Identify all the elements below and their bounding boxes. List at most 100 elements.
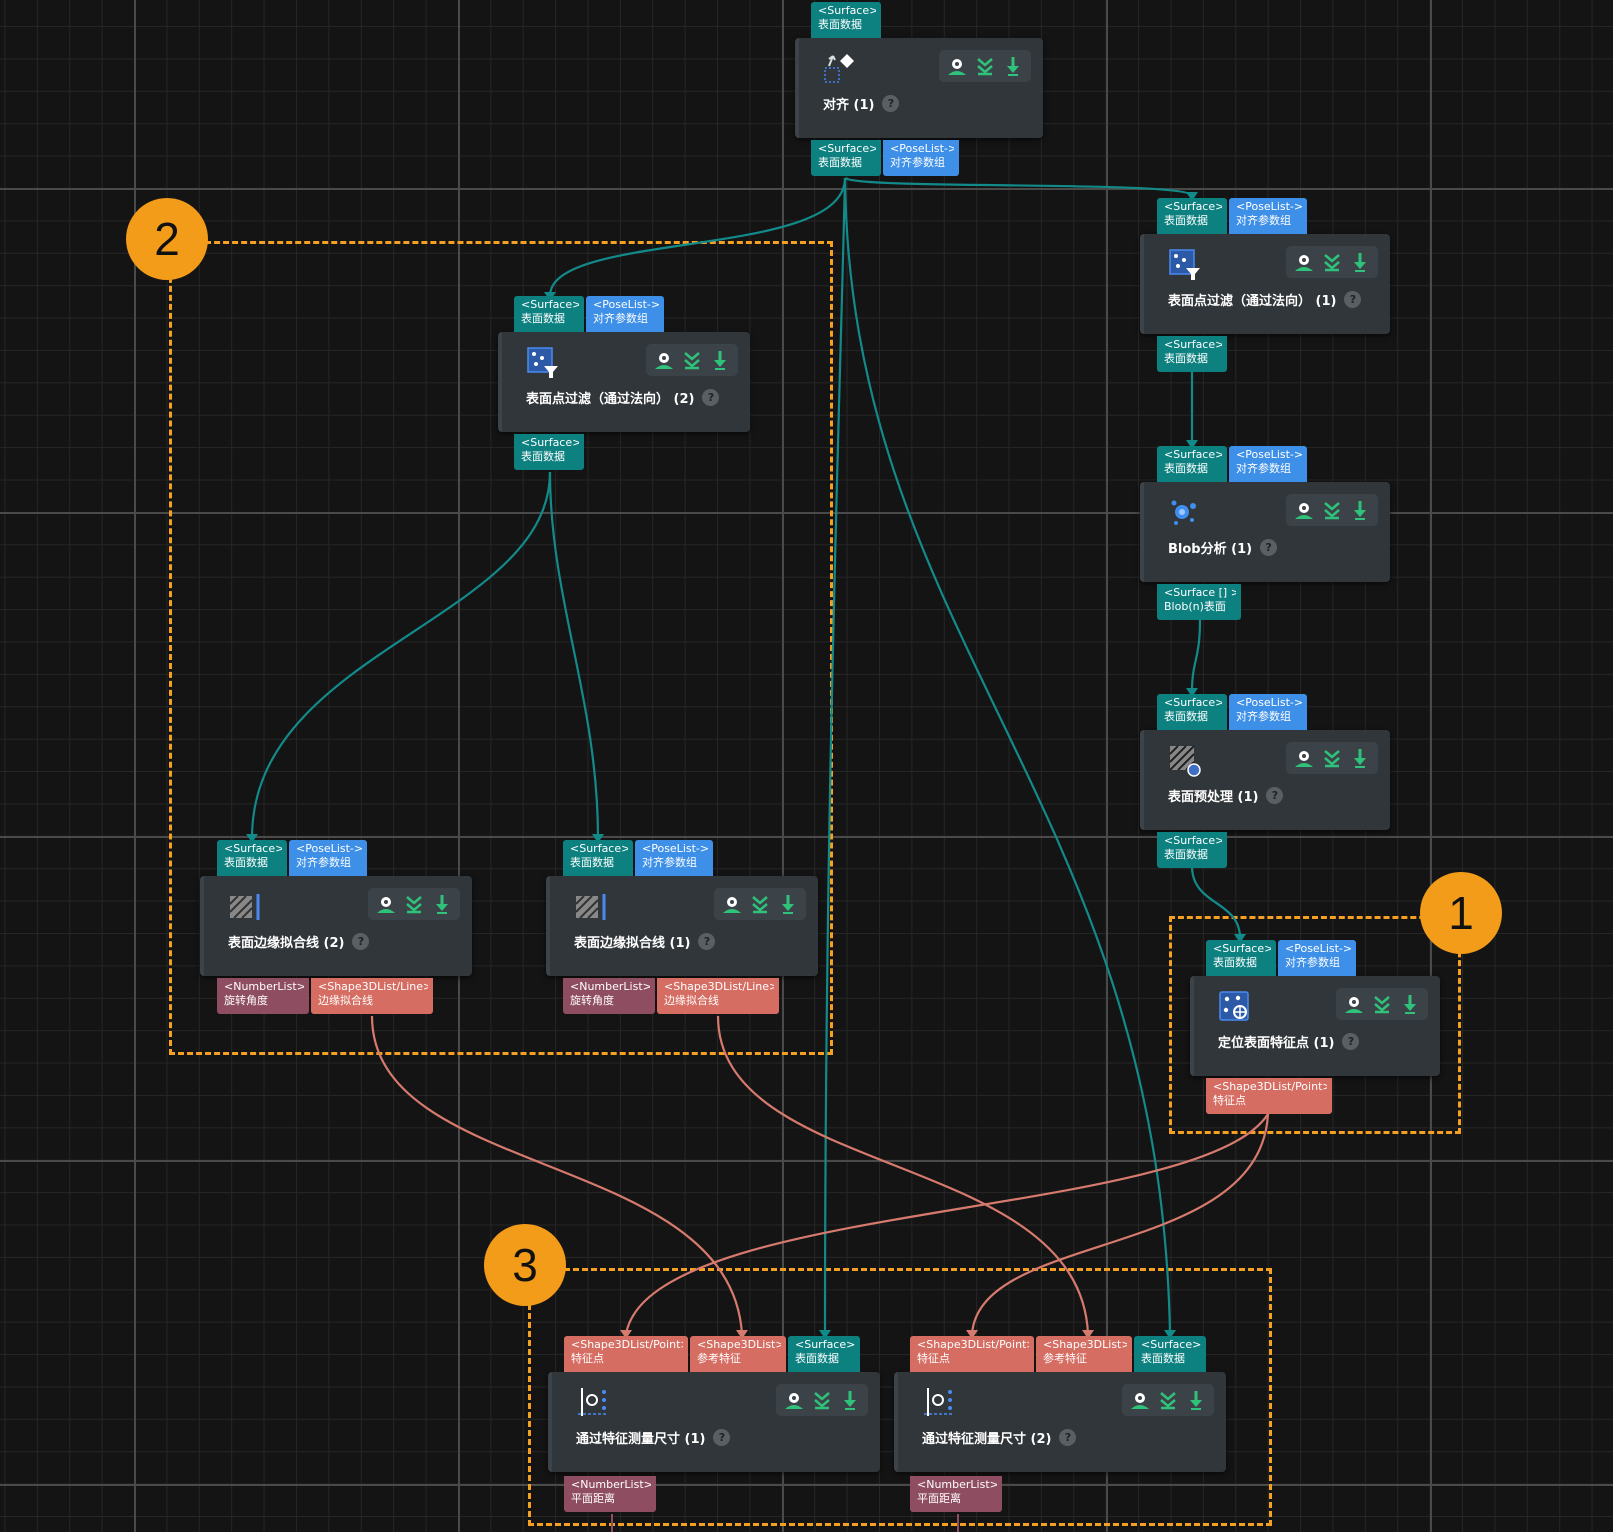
download-arrow-icon[interactable] bbox=[1185, 1389, 1207, 1411]
eye-icon[interactable] bbox=[1293, 251, 1315, 273]
blob-input-surface-port[interactable]: <Surface> 表面数据 bbox=[1157, 446, 1227, 482]
locate-input-surface-port[interactable]: <Surface> 表面数据 bbox=[1206, 940, 1276, 976]
download-arrow-icon[interactable] bbox=[1002, 55, 1024, 77]
edge1-output-line-port[interactable]: <Shape3DList/Line> 边缘拟合线 bbox=[657, 978, 779, 1014]
node-blob[interactable]: Blob分析 (1)? bbox=[1140, 482, 1390, 582]
measure1-input-shape-port[interactable]: <Shape3DList> 参考特征 bbox=[690, 1336, 786, 1372]
help-icon[interactable]: ? bbox=[1344, 291, 1362, 308]
edge1-input-poselist-port[interactable]: <PoseList-> 对齐参数组 bbox=[635, 840, 713, 876]
align-input-surface-port[interactable]: <Surface> 表面数据 bbox=[811, 2, 881, 38]
surface-preprocess-icon bbox=[1169, 745, 1201, 777]
node-locate[interactable]: 定位表面特征点 (1)? bbox=[1190, 976, 1440, 1076]
wire-blob-to-preprocess bbox=[1190, 619, 1202, 693]
collapse-chevrons-icon[interactable] bbox=[1371, 993, 1393, 1015]
align-output-poselist-port[interactable]: <PoseList-> 对齐参数组 bbox=[883, 140, 959, 176]
port-label: 表面数据 bbox=[521, 450, 565, 463]
eye-icon[interactable] bbox=[375, 893, 397, 915]
eye-icon[interactable] bbox=[721, 893, 743, 915]
edge2-input-poselist-port[interactable]: <PoseList-> 对齐参数组 bbox=[289, 840, 367, 876]
port-label: 边缘拟合线 bbox=[318, 994, 373, 1007]
download-arrow-icon[interactable] bbox=[431, 893, 453, 915]
locate-output-point-port[interactable]: <Shape3DList/Point> 特征点 bbox=[1206, 1078, 1332, 1114]
download-arrow-icon[interactable] bbox=[839, 1389, 861, 1411]
collapse-chevrons-icon[interactable] bbox=[1321, 251, 1343, 273]
blob-analysis-icon bbox=[1171, 500, 1196, 525]
eye-icon[interactable] bbox=[783, 1389, 805, 1411]
eye-icon[interactable] bbox=[1293, 499, 1315, 521]
help-icon[interactable]: ? bbox=[698, 933, 716, 950]
download-arrow-icon[interactable] bbox=[709, 349, 731, 371]
port-type: <Surface> bbox=[1141, 1338, 1201, 1351]
filter-left-input-poselist-port[interactable]: <PoseList-> 对齐参数组 bbox=[586, 296, 664, 332]
node-align[interactable]: 对齐 (1)? bbox=[795, 38, 1043, 138]
measure2-output-numberlist-port[interactable]: <NumberList> 平面距离 bbox=[910, 1476, 1002, 1512]
node-measure-2[interactable]: 通过特征测量尺寸 (2)? bbox=[894, 1372, 1226, 1472]
node-measure-1[interactable]: 通过特征测量尺寸 (1)? bbox=[548, 1372, 880, 1472]
help-icon[interactable]: ? bbox=[882, 95, 900, 112]
measure1-input-surface-port[interactable]: <Surface> 表面数据 bbox=[788, 1336, 860, 1372]
align-output-surface-port[interactable]: <Surface> 表面数据 bbox=[811, 140, 881, 176]
collapse-chevrons-icon[interactable] bbox=[749, 893, 771, 915]
port-type: <NumberList> bbox=[224, 980, 304, 993]
filter-right-input-poselist-port[interactable]: <PoseList-> 对齐参数组 bbox=[1229, 198, 1307, 234]
port-type: <Surface [] > bbox=[1164, 586, 1236, 599]
blob-output-surface-array-port[interactable]: <Surface [] > Blob(n)表面 bbox=[1157, 584, 1241, 620]
collapse-chevrons-icon[interactable] bbox=[403, 893, 425, 915]
eye-icon[interactable] bbox=[1293, 747, 1315, 769]
download-arrow-icon[interactable] bbox=[1349, 747, 1371, 769]
eye-icon[interactable] bbox=[1129, 1389, 1151, 1411]
help-icon[interactable]: ? bbox=[1342, 1033, 1360, 1050]
help-icon[interactable]: ? bbox=[352, 933, 370, 950]
preprocess-input-poselist-port[interactable]: <PoseList-> 对齐参数组 bbox=[1229, 694, 1307, 730]
collapse-chevrons-icon[interactable] bbox=[974, 55, 996, 77]
collapse-chevrons-icon[interactable] bbox=[681, 349, 703, 371]
edge1-input-surface-port[interactable]: <Surface> 表面数据 bbox=[563, 840, 633, 876]
edge1-output-numberlist-port[interactable]: <NumberList> 旋转角度 bbox=[563, 978, 655, 1014]
port-type: <Shape3DList/Point> bbox=[571, 1338, 683, 1351]
filter-right-output-surface-port[interactable]: <Surface> 表面数据 bbox=[1157, 336, 1227, 372]
help-icon[interactable]: ? bbox=[702, 389, 720, 406]
help-icon[interactable]: ? bbox=[713, 1429, 731, 1446]
preprocess-output-surface-port[interactable]: <Surface> 表面数据 bbox=[1157, 832, 1227, 868]
node-toolbar bbox=[1286, 246, 1378, 278]
eye-icon[interactable] bbox=[653, 349, 675, 371]
node-edge-fit-1[interactable]: 表面边缘拟合线 (1)? bbox=[546, 876, 818, 976]
edge2-output-numberlist-port[interactable]: <NumberList> 旋转角度 bbox=[217, 978, 309, 1014]
node-filter-right[interactable]: 表面点过滤（通过法向） (1)? bbox=[1140, 234, 1390, 334]
download-arrow-icon[interactable] bbox=[777, 893, 799, 915]
eye-icon[interactable] bbox=[1343, 993, 1365, 1015]
collapse-chevrons-icon[interactable] bbox=[1321, 499, 1343, 521]
locate-input-poselist-port[interactable]: <PoseList-> 对齐参数组 bbox=[1278, 940, 1356, 976]
measure1-output-numberlist-port[interactable]: <NumberList> 平面距离 bbox=[564, 1476, 656, 1512]
node-filter-left[interactable]: 表面点过滤（通过法向） (2)? bbox=[498, 332, 750, 432]
measure2-input-point-port[interactable]: <Shape3DList/Point> 特征点 bbox=[910, 1336, 1034, 1372]
help-icon[interactable]: ? bbox=[1266, 787, 1284, 804]
node-title: Blob分析 (1)? bbox=[1168, 538, 1278, 557]
download-arrow-icon[interactable] bbox=[1399, 993, 1421, 1015]
edge2-input-surface-port[interactable]: <Surface> 表面数据 bbox=[217, 840, 287, 876]
measure1-input-point-port[interactable]: <Shape3DList/Point> 特征点 bbox=[564, 1336, 688, 1372]
port-type: <Surface> bbox=[1164, 834, 1222, 847]
port-label: 表面数据 bbox=[818, 156, 862, 169]
filter-right-input-surface-port[interactable]: <Surface> 表面数据 bbox=[1157, 198, 1227, 234]
node-edge-fit-2[interactable]: 表面边缘拟合线 (2)? bbox=[200, 876, 472, 976]
collapse-chevrons-icon[interactable] bbox=[1157, 1389, 1179, 1411]
collapse-chevrons-icon[interactable] bbox=[1321, 747, 1343, 769]
filter-left-input-surface-port[interactable]: <Surface> 表面数据 bbox=[514, 296, 584, 332]
filter-left-output-surface-port[interactable]: <Surface> 表面数据 bbox=[514, 434, 584, 470]
help-icon[interactable]: ? bbox=[1059, 1429, 1077, 1446]
measure2-input-shape-port[interactable]: <Shape3DList> 参考特征 bbox=[1036, 1336, 1132, 1372]
port-type: <NumberList> bbox=[917, 1478, 997, 1491]
measure2-input-surface-port[interactable]: <Surface> 表面数据 bbox=[1134, 1336, 1206, 1372]
blob-input-poselist-port[interactable]: <PoseList-> 对齐参数组 bbox=[1229, 446, 1307, 482]
preprocess-input-surface-port[interactable]: <Surface> 表面数据 bbox=[1157, 694, 1227, 730]
edge2-output-line-port[interactable]: <Shape3DList/Line> 边缘拟合线 bbox=[311, 978, 433, 1014]
download-arrow-icon[interactable] bbox=[1349, 499, 1371, 521]
collapse-chevrons-icon[interactable] bbox=[811, 1389, 833, 1411]
eye-icon[interactable] bbox=[946, 55, 968, 77]
download-arrow-icon[interactable] bbox=[1349, 251, 1371, 273]
node-toolbar bbox=[1336, 988, 1428, 1020]
help-icon[interactable]: ? bbox=[1260, 539, 1278, 556]
node-preprocess[interactable]: 表面预处理 (1)? bbox=[1140, 730, 1390, 830]
node-toolbar bbox=[939, 50, 1031, 82]
